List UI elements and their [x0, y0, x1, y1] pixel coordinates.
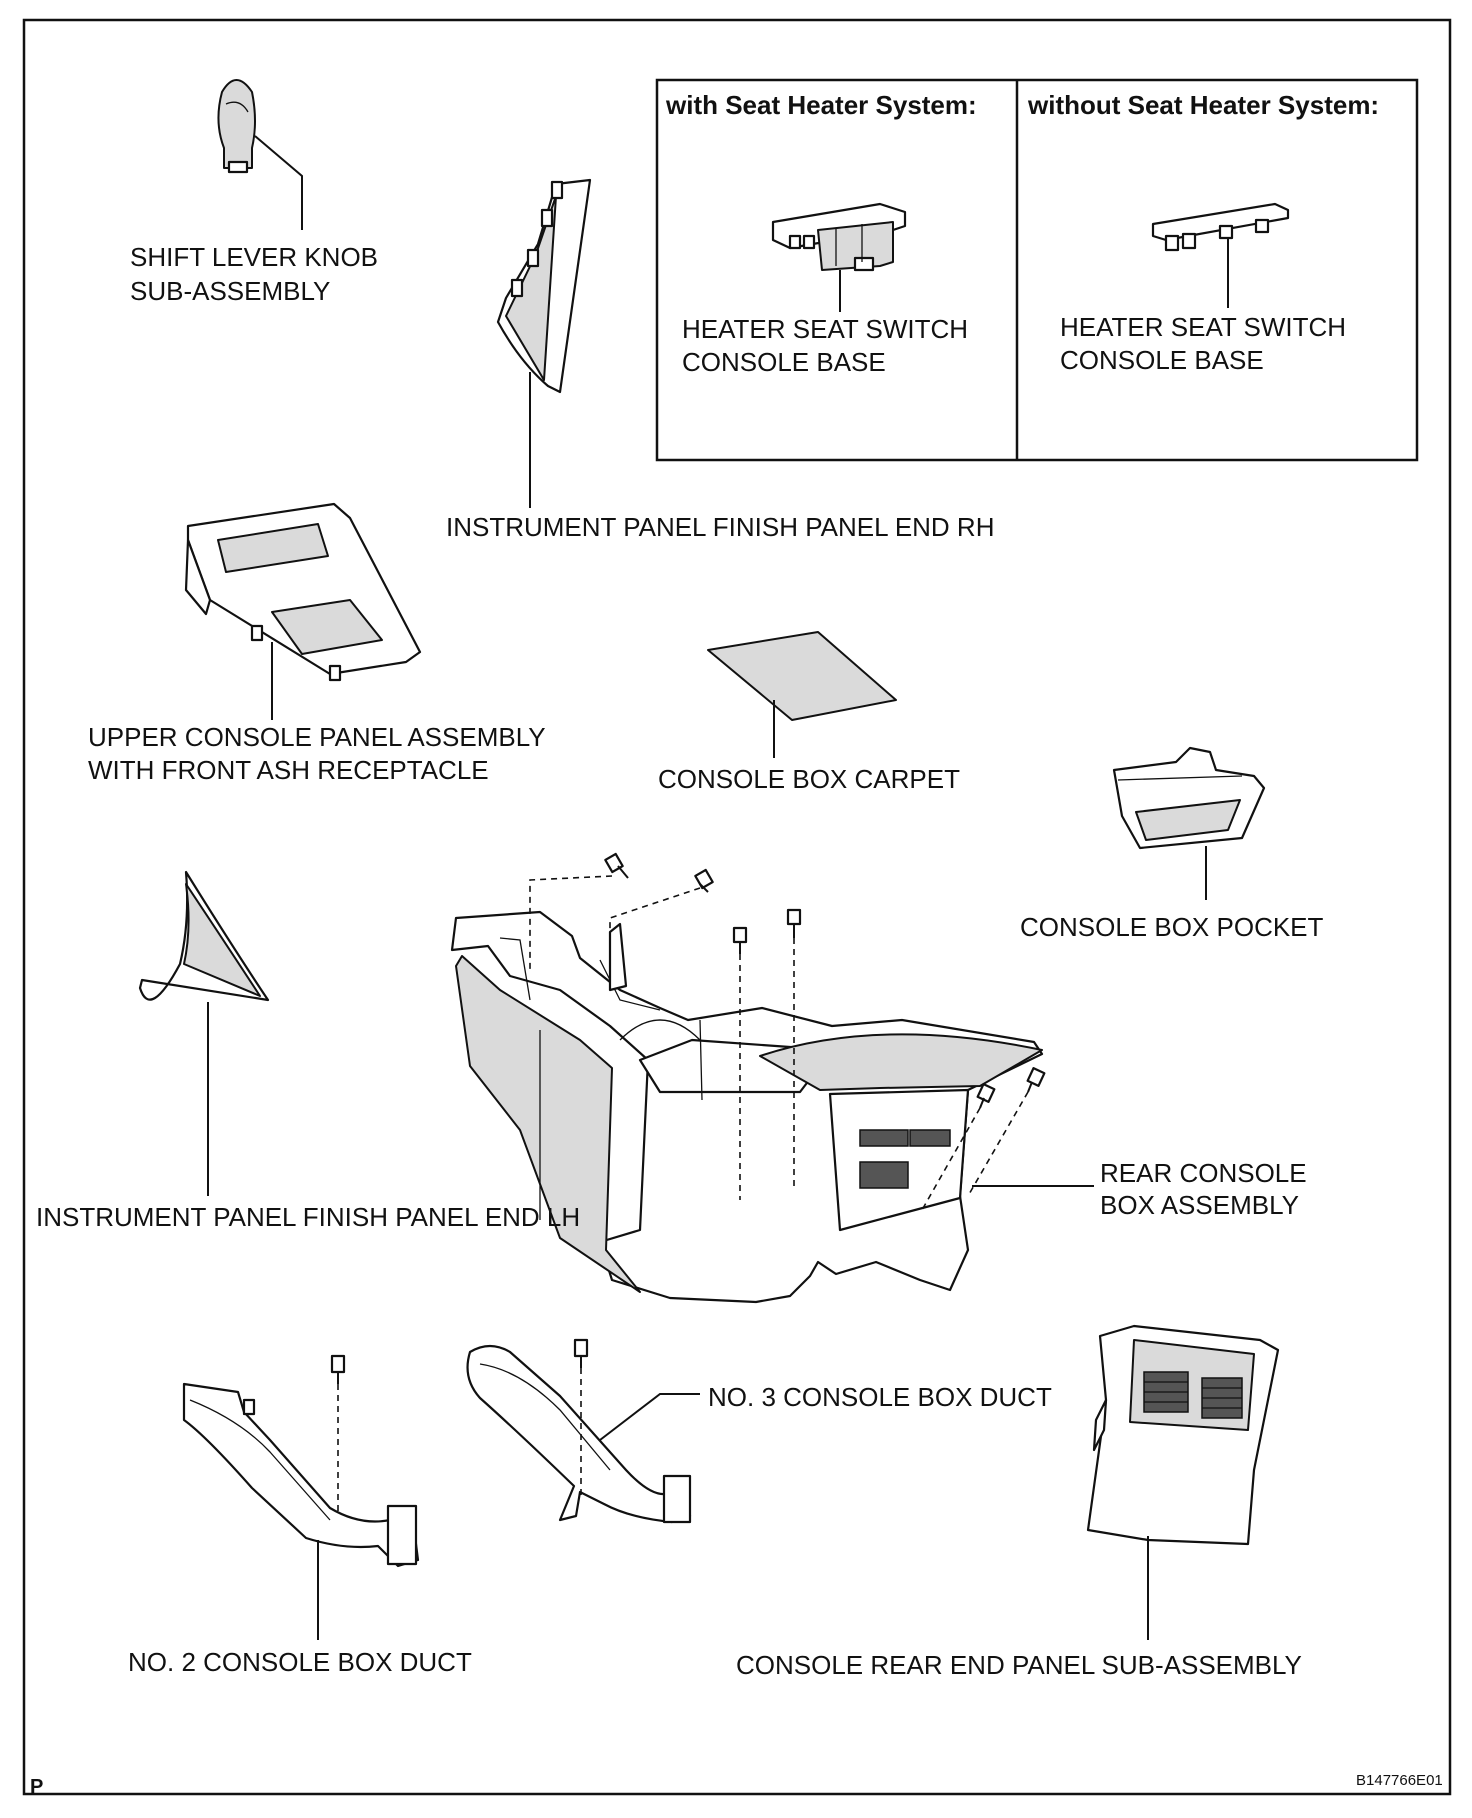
label-finish-panel-end-rh: INSTRUMENT PANEL FINISH PANEL END RH [446, 512, 995, 542]
instrument-panel-finish-panel-end-lh [138, 870, 270, 1196]
label-heater-switch-without-heater-line2: CONSOLE BASE [1060, 345, 1264, 375]
console-rear-end-panel [1086, 1324, 1280, 1640]
upper-console-panel-assembly [184, 502, 422, 720]
screw-1 [604, 852, 629, 879]
label-shift-lever-knob-line2: SUB-ASSEMBLY [130, 276, 331, 306]
label-heater-switch-with-heater-line2: CONSOLE BASE [682, 347, 886, 377]
inset-header-with-heater: with Seat Heater System: [666, 90, 977, 120]
label-upper-console-line1: UPPER CONSOLE PANEL ASSEMBLY [88, 722, 546, 752]
screw-3 [732, 926, 748, 954]
inset-box [655, 78, 1419, 462]
label-rear-console-line1: REAR CONSOLE [1100, 1158, 1307, 1188]
screw-4 [786, 908, 802, 938]
rear-console-box-assembly [450, 910, 1094, 1304]
screw-2 [694, 868, 714, 893]
no3-console-box-duct [466, 1338, 700, 1524]
heater-seat-switch-console-base-without-heater [1151, 202, 1290, 308]
figure-code: B147766E01 [1356, 1772, 1443, 1789]
shift-lever-knob [217, 79, 303, 230]
label-upper-console-line2: WITH FRONT ASH RECEPTACLE [88, 755, 489, 785]
screw-6 [1026, 1067, 1046, 1093]
label-shift-lever-knob-line1: SHIFT LEVER KNOB [130, 242, 379, 272]
console-box-carpet [707, 631, 897, 758]
corner-mark: P [30, 1776, 44, 1798]
console-screws [529, 852, 1046, 1211]
no2-console-box-duct [182, 1354, 420, 1640]
label-no2-console-box-duct: NO. 2 CONSOLE BOX DUCT [128, 1647, 472, 1677]
label-console-rear-end-panel: CONSOLE REAR END PANEL SUB-ASSEMBLY [736, 1650, 1302, 1680]
instrument-panel-finish-panel-end-rh [496, 178, 592, 508]
inset-header-without-heater: without Seat Heater System: [1028, 90, 1380, 120]
label-finish-panel-end-lh: INSTRUMENT PANEL FINISH PANEL END LH [36, 1202, 581, 1232]
heater-seat-switch-console-base-with-heater [771, 202, 907, 312]
label-heater-switch-without-heater-line1: HEATER SEAT SWITCH [1060, 312, 1347, 342]
label-heater-switch-with-heater-line1: HEATER SEAT SWITCH [682, 314, 969, 344]
duct3-screw [573, 1338, 589, 1368]
screw-5 [976, 1083, 996, 1109]
duct2-screw [330, 1354, 346, 1384]
label-console-box-pocket: CONSOLE BOX POCKET [1020, 912, 1324, 942]
diagram-frame [22, 18, 1452, 1796]
label-console-box-carpet: CONSOLE BOX CARPET [658, 764, 960, 794]
label-no3-console-box-duct: NO. 3 CONSOLE BOX DUCT [708, 1382, 1052, 1412]
label-rear-console-line2: BOX ASSEMBLY [1100, 1190, 1299, 1220]
console-box-pocket [1112, 746, 1266, 900]
